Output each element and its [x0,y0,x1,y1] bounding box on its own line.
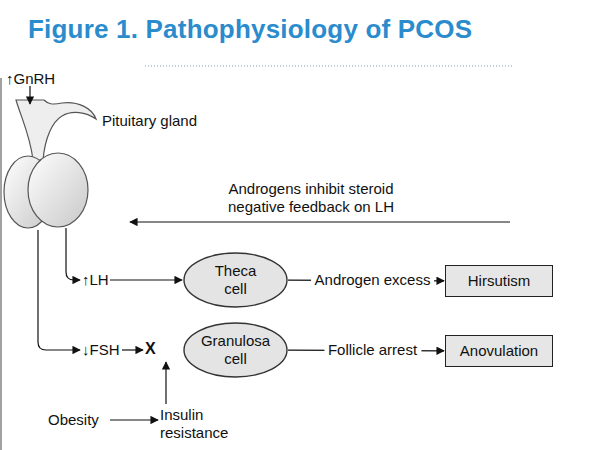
frame-edge [1,78,2,450]
hormone-label: ↓FSH [82,341,120,359]
edge-label: Androgen excess [311,271,435,289]
pituitary-lobe [28,153,88,227]
node-text: Granulosa cell [194,332,278,368]
obesity-arrow [110,419,158,420]
hormone-label: ↑GnRH [6,70,55,88]
outcome-box: Hirsutism [445,265,553,297]
figure-title: Figure 1. Pathophysiology of PCOS [28,14,472,45]
node-text: Anovulation [460,342,538,360]
organ-label: Pituitary gland [102,112,197,130]
outcome-box: Anovulation [445,335,553,367]
lh-arrow [66,228,80,280]
node-text: Theca cell [210,262,262,298]
feedback-note: Androgens inhibit steroid negative feedb… [208,180,414,216]
insulin-arrow [165,362,166,404]
lh-theca-arrow [110,279,182,280]
cell-ellipse: Granulosa cell [183,322,288,378]
ellipse-shape [184,253,287,307]
fsh-arrow [38,230,80,350]
node-text: Hirsutism [468,272,531,290]
pituitary-stalk [16,100,96,160]
title-underline [145,66,512,67]
gnrh-arrow [29,86,30,104]
ellipse-shape [184,323,287,377]
hormone-label: ↑LH [82,271,109,289]
edge-label: Follicle arrest [324,341,421,359]
block-mark: X [145,340,156,358]
feedback-arrow [130,221,510,222]
cell-ellipse: Theca cell [183,252,288,308]
cause-label: Obesity [48,411,99,429]
fsh-block-arrow [122,349,143,350]
cause-label: Insulin resistance [160,406,240,442]
